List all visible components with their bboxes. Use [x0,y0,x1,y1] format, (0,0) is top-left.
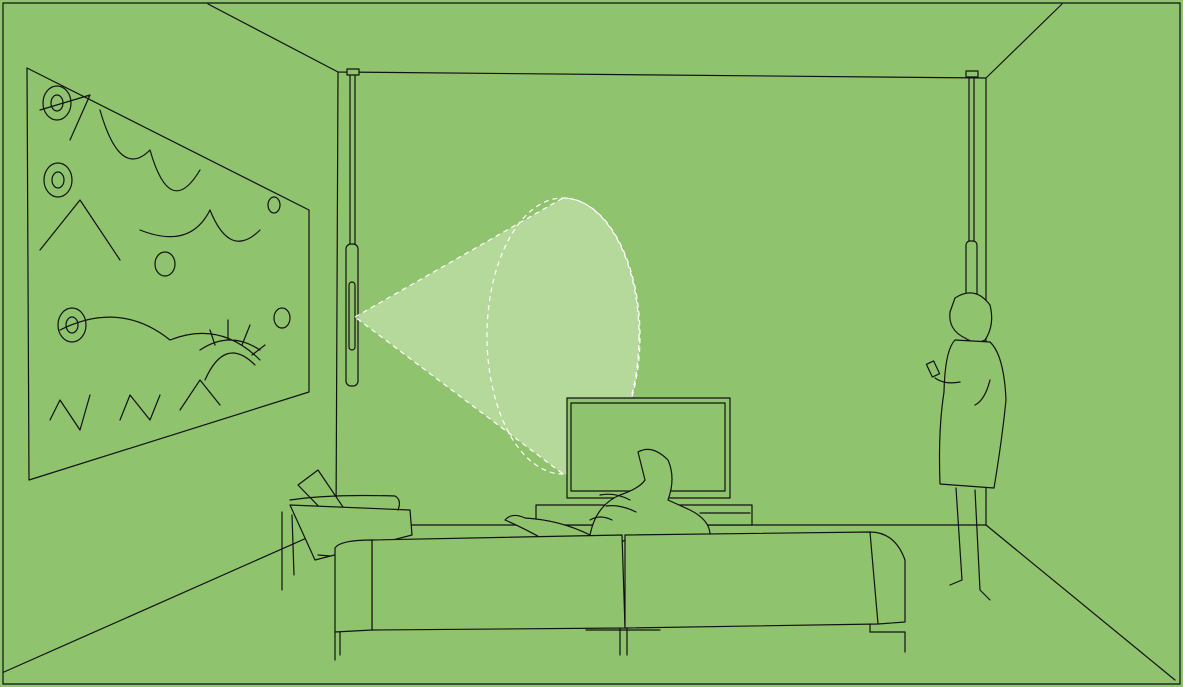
wall-art-icon [27,68,309,480]
left-wall-corner [336,72,338,525]
ceiling-sensor-icon [346,69,359,386]
woman-with-phone-icon [926,293,1006,600]
ceiling-edges [208,4,1062,78]
sofa-icon [335,532,905,660]
ceiling-sensor-icon [966,71,978,299]
